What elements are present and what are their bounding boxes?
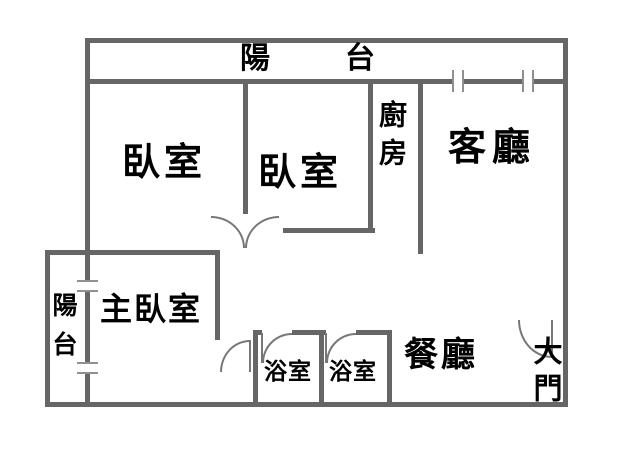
room-label-bedroom-2: 臥室 <box>258 150 343 194</box>
wall-top-exterior <box>85 38 568 43</box>
room-label-kitchen: 廚房 <box>375 100 408 176</box>
wall-bathroom-divider <box>319 330 324 407</box>
bathroom2-door-leaf <box>325 333 327 363</box>
main-door-leaf <box>551 320 553 358</box>
wall-balcony-top-divider <box>85 79 563 84</box>
wall-bottom-exterior <box>45 402 568 407</box>
wall-bathroom-top-seg3 <box>356 330 392 335</box>
room-label-bedroom-1: 臥室 <box>122 140 207 184</box>
wall-bathroom1-left <box>253 330 258 407</box>
wall-balcony-left-divider <box>85 250 90 407</box>
wall-bathroom2-right <box>387 330 392 407</box>
window-icon-balcony-left-1 <box>77 280 98 292</box>
bedroom1-door-arc-icon <box>211 216 245 248</box>
room-label-bathroom-2: 浴室 <box>329 359 377 385</box>
room-label-master-bedroom: 主臥室 <box>100 290 203 328</box>
wall-bedroom-divider <box>243 79 248 214</box>
wall-bathroom-top-seg1 <box>253 330 262 335</box>
room-label-living-room: 客廳 <box>448 125 537 169</box>
room-label-balcony-left: 陽台 <box>49 292 78 370</box>
window-icon-balcony-left-2 <box>77 362 98 374</box>
wall-kitchen-left <box>368 79 373 233</box>
wall-master-bedroom-top <box>45 250 220 255</box>
room-label-main-door: 大門 <box>529 336 563 410</box>
room-label-balcony-top: 陽台 <box>240 41 450 76</box>
room-label-dining-room: 餐廳 <box>404 335 478 375</box>
wall-bathroom-top-seg2 <box>292 330 326 335</box>
bathroom1-door-leaf <box>261 333 263 363</box>
window-icon-living-1 <box>452 70 464 92</box>
window-icon-living-2 <box>522 70 534 92</box>
wall-bedroom2-bottom <box>283 228 375 233</box>
wall-left-balcony-exterior <box>45 250 50 407</box>
wall-master-bedroom-right <box>215 250 220 340</box>
wall-kitchen-right <box>418 79 423 254</box>
wall-right-exterior <box>563 38 568 407</box>
master-bedroom-door-arc-icon <box>220 340 250 372</box>
bedroom2-door-arc-icon <box>245 216 279 248</box>
wall-left-upper-exterior <box>85 38 90 255</box>
master-bedroom-door-leaf <box>249 340 251 372</box>
room-label-bathroom-1: 浴室 <box>264 359 312 385</box>
